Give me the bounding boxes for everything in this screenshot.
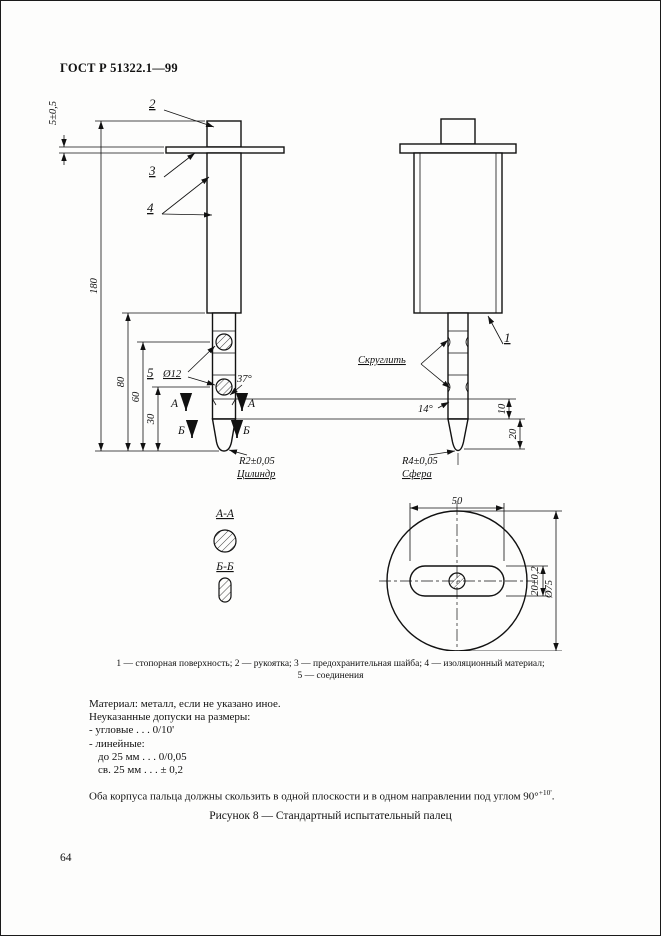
dim-10: 10 [497,399,512,419]
finger-tip-side [447,418,469,452]
page-number: 64 [60,852,72,864]
section-bb-title: Б-Б [215,561,234,573]
r4-label: R4±0,05 [401,456,438,467]
figure-legend: 1 — стопорная поверхность; 2 — рукоятка;… [1,658,660,682]
figure-legend-line2: 5 — соединения [297,671,364,681]
dim-20-label: 20 [508,428,519,439]
body-side [413,152,503,314]
notes-block: Материал: металл, если не указано иное. … [89,698,281,777]
slot-outline [409,565,505,597]
dim-d12-label: Ø12 [162,369,182,380]
side-view [399,118,517,467]
dim-60: 60 [131,341,210,451]
joint-pin-upper [215,333,233,351]
section-b-right-label: Б [242,425,250,437]
finger-shaft-side [447,312,469,420]
callout-3-label: 3 [148,163,156,178]
callout-5-d12: 5 Ø12 [147,345,216,386]
section-a-marks: А А [170,393,256,411]
joint-pin-lower [215,378,233,396]
dim-slot-height: 20±0,2 [506,566,548,597]
dim-50: 50 [409,496,505,561]
shaft-detail-lines [447,330,469,400]
section-bb-shape [218,577,232,603]
stop-plate-view: 50 20±0,2 Ø75 [379,496,562,651]
section-a-right-label: А [247,398,256,410]
r4-label-group: R4±0,05 Сфера [401,449,456,480]
r2-label: R2±0,05 [238,456,275,467]
cylinder-label: Цилиндр [236,469,275,480]
callout-1: 1 [487,315,511,345]
callout-4: 4 [147,176,213,218]
sliding-note-text: Оба корпуса пальца должны скользить в од… [89,790,539,803]
section-aa-shape [213,529,237,553]
angle-37: 37° [229,374,253,396]
finger-shaft-front [211,312,237,420]
angle-14: 14° [418,401,450,415]
dim-10-label: 10 [497,403,508,414]
tolerance-linear-title: - линейные: [89,737,145,750]
dim-d75: Ø75 [461,510,562,651]
tolerance-angular: - угловые . . . 0/10' [89,724,175,737]
callout-3: 3 [148,152,196,178]
finger-cross-section [448,572,466,590]
callout-5-label: 5 [147,365,154,380]
finger-tip-front [211,418,237,452]
standard-number: ГОСТ Р 51322.1—99 [60,61,178,75]
callout-4-label: 4 [147,200,154,215]
figure-caption: Рисунок 8 — Стандартный испытательный па… [209,810,452,822]
guard-washer-front [165,146,285,154]
round-off-note: Скруглить [358,339,451,389]
figure-legend-line1: 1 — стопорная поверхность; 2 — рукоятка;… [116,659,545,669]
handle-side [440,118,476,145]
dim-50-label: 50 [452,496,463,507]
callout-2: 2 [149,96,215,128]
dim-d75-label: Ø75 [544,580,555,599]
callout-1-label: 1 [504,330,511,345]
section-b-left-label: Б [177,425,185,437]
sliding-note-period: . [551,790,555,803]
projection-lines [235,398,525,420]
dim-180: 180 [89,120,219,452]
section-aa-view: А-А [213,508,237,553]
tolerances-title: Неуказанные допуски на размеры: [89,711,251,724]
section-bb-view: Б-Б [215,561,234,603]
material-note: Материал: металл, если не указано иное. [89,698,281,710]
dim-30-label: 30 [146,413,157,425]
handle-front [206,120,242,148]
dim-20: 20 [464,419,525,450]
dim-60-label: 60 [131,391,142,402]
angle-14-label: 14° [418,404,434,415]
dim-washer-label: 5±0,5 [48,101,59,125]
shaft-segment-lines [212,330,236,406]
dim-slot-label: 20±0,2 [530,566,541,596]
callout-2-label: 2 [149,96,156,111]
sliding-note: Оба корпуса пальца должны скользить в од… [89,788,614,803]
r2-label-group: R2±0,05 Цилиндр [228,449,275,480]
dim-washer-thickness: 5±0,5 [48,101,164,165]
test-finger-drawing: 180 80 60 30 5±0,5 2 [48,96,562,651]
body-front [206,152,242,314]
front-view [165,120,285,452]
tolerance-linear-upto: до 25 мм . . . 0/0,05 [98,750,187,763]
section-aa-title: А-А [215,508,235,520]
tolerance-linear-over: св. 25 мм . . . ± 0,2 [98,764,184,777]
section-b-marks: Б Б [177,420,250,438]
dim-80: 80 [116,312,205,451]
dim-30: 30 [146,386,210,451]
angle-37-label: 37° [236,374,253,385]
section-a-left-label: А [170,398,179,410]
sliding-note-sup: +10' [538,788,552,797]
dim-80-label: 80 [116,376,127,387]
sphere-label: Сфера [402,469,432,480]
dim-180-label: 180 [89,277,100,294]
round-off-label: Скруглить [358,355,406,366]
guard-washer-side [399,143,517,154]
